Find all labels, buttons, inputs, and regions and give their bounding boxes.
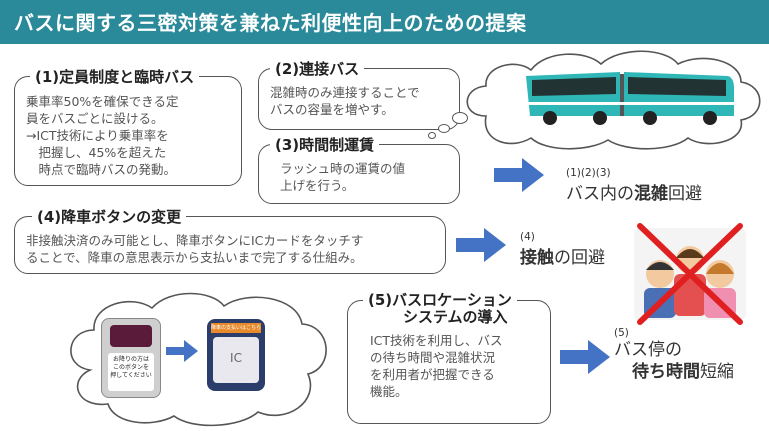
old-exit-button-light [110,325,152,347]
ic-button-image: 降車の支払いはこちら IC [207,319,265,391]
result-contact-num: (4) [520,231,535,243]
box-exit-button-title: (4)降車ボタンの変更 [32,206,187,227]
box-bus-location-title-1: (5)バスロケーション [363,289,517,310]
result-contact-bold: 接触 [520,248,554,268]
result-waiting-time: (5) バス停の 待ち時間短縮 [614,328,734,383]
articulated-bus-image [526,72,734,125]
box-capacity-system-title: (1)定員制度と臨時バス [30,66,200,87]
arrow-to-waiting-time [560,340,610,374]
old-exit-button-text: お降りの方は このボタンを 押してください [110,356,152,379]
result-waiting-time-bold: 待ち時間 [632,362,700,382]
ic-button-header: 降車の支払いはこちら [211,323,261,333]
box-capacity-system-text: 乗車率50%を確保できる定 員をバスごとに設ける。 →ICT技術により乗車率を … [26,94,179,177]
box-capacity-system [14,76,242,186]
result-waiting-time-num: (5) [614,327,629,339]
result-congestion-bold: 混雑 [634,184,668,204]
cloud-dot-3 [428,132,436,139]
box-articulated-bus-title: (2)連接バス [270,58,365,79]
result-waiting-time-line1: バス停の [614,340,682,360]
box-exit-button-text: 非接触決済のみ可能とし、降車ボタンにICカードをタッチす ることで、降車の意思表… [26,233,364,265]
box-articulated-bus-text: 混雑時のみ連接することで バスの容量を増やす。 [270,85,420,117]
arrow-to-congestion [494,158,544,192]
arrow-to-contact [456,228,506,262]
cloud-dot-2 [438,124,450,133]
box-time-fare-text: ラッシュ時の運賃の値 上げを行う。 [280,161,406,193]
old-exit-button-panel [108,353,154,391]
result-congestion: (1)(2)(3) バス内の混雑回避 [566,167,702,205]
old-exit-button-image: お降りの方は このボタンを 押してください [101,318,161,398]
ic-button-label: IC [230,351,242,365]
crowded-people-crossed-image [634,223,746,325]
box-bus-location-title-2: システムの導入 [403,308,508,326]
result-contact-post: の回避 [554,248,605,268]
arrow-button-change [166,340,198,362]
result-congestion-num: (1)(2)(3) [566,167,611,179]
result-waiting-time-post: 短縮 [700,362,734,382]
result-congestion-pre: バス内の [566,184,634,204]
box-bus-location-text: ICT技術を利用し、バス の待ち時間や混雑状況 を利用者が把握できる 機能。 [370,333,503,399]
result-contact: (4) 接触の回避 [520,231,605,269]
box-bus-location [347,300,551,424]
ic-button-panel [213,337,259,383]
page-title: バスに関する三密対策を兼ねた利便性向上のための提案 [14,11,527,35]
result-congestion-post: 回避 [668,184,702,204]
cloud-dot-1 [452,112,468,124]
box-time-fare-title: (3)時間制運賃 [270,134,380,155]
title-bar: バスに関する三密対策を兼ねた利便性向上のための提案 [0,0,769,44]
